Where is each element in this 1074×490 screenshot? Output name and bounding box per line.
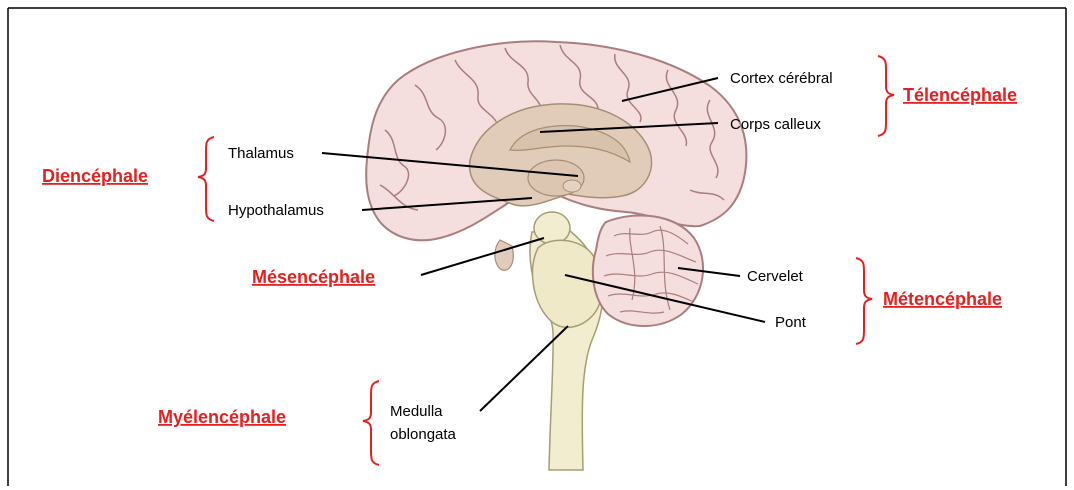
group-myelencephale: Myélencéphale <box>158 407 286 427</box>
label-cortex-cerebral: Cortex cérébral <box>730 70 833 87</box>
group-diencephale: Diencéphale <box>42 166 148 186</box>
thalamus-nucleus <box>563 180 581 192</box>
label-medulla: Medulla <box>390 403 443 420</box>
brace-myelencephale <box>363 381 379 465</box>
pituitary-gland <box>495 240 513 270</box>
label-pont: Pont <box>775 314 807 331</box>
brace-metencephale <box>856 258 872 344</box>
group-metencephale: Métencéphale <box>883 289 1002 309</box>
label-cervelet: Cervelet <box>747 268 804 285</box>
label-thalamus: Thalamus <box>228 145 294 162</box>
group-mesencephale: Mésencéphale <box>252 267 375 287</box>
label-corps-calleux: Corps calleux <box>730 116 821 133</box>
pons <box>533 240 603 327</box>
brace-diencephale <box>198 137 214 221</box>
label-hypothalamus: Hypothalamus <box>228 202 324 219</box>
group-telencephale: Télencéphale <box>903 85 1017 105</box>
cerebellum <box>593 215 703 326</box>
leader-mesencephale <box>421 238 544 275</box>
label-oblongata: oblongata <box>390 426 457 443</box>
brace-telencephale <box>878 56 894 136</box>
